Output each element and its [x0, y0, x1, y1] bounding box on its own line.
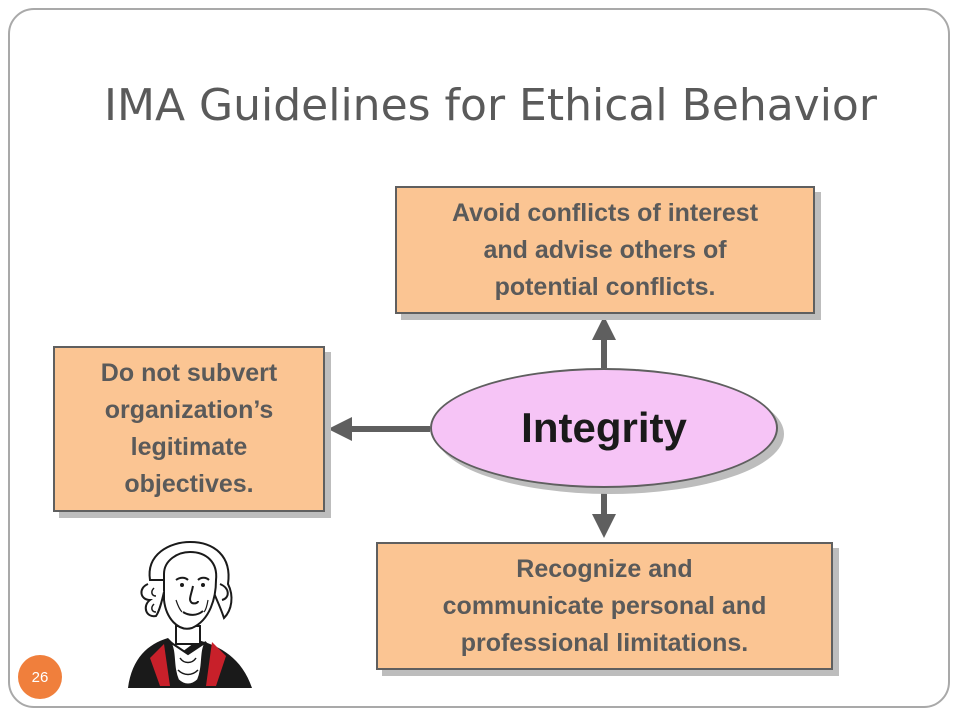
box-avoid-conflicts: Avoid conflicts of interest and advise o…: [395, 186, 815, 314]
page-number-badge: 26: [18, 655, 62, 699]
box-do-not-subvert: Do not subvert organization’s legitimate…: [53, 346, 325, 512]
slide-title: IMA Guidelines for Ethical Behavior: [104, 80, 877, 131]
integrity-oval: Integrity: [430, 368, 778, 488]
box-line: Recognize and: [516, 554, 693, 583]
box-line: organization’s: [104, 396, 274, 424]
box-line: potential conflicts.: [494, 272, 716, 301]
box-line: communicate personal and: [442, 591, 767, 620]
box-line: objectives.: [124, 470, 254, 498]
box-line: professional limitations.: [460, 628, 749, 657]
box-line: Avoid conflicts of interest: [451, 198, 759, 227]
integrity-label: Integrity: [521, 404, 687, 451]
george-washington-clipart-icon: [128, 540, 252, 688]
box-recognize-limitations: Recognize and communicate personal and p…: [376, 542, 833, 670]
box-line: Do not subvert: [100, 359, 278, 387]
box-line: legitimate: [130, 433, 248, 461]
box-line: and advise others of: [483, 235, 727, 264]
